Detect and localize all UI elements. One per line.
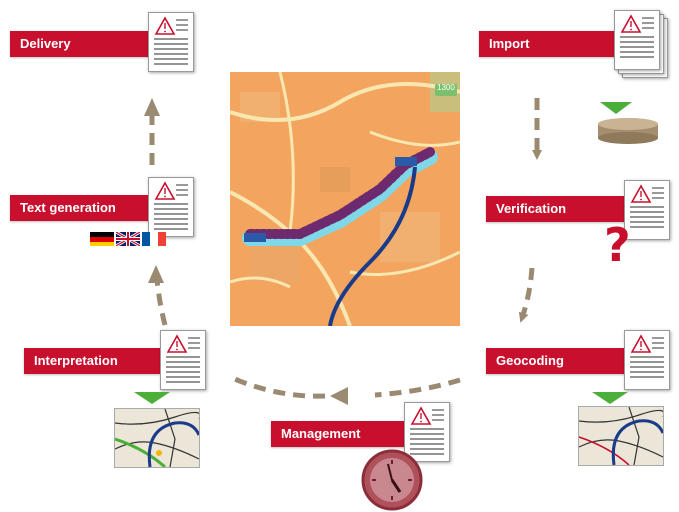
document-icon-text-generation [148, 177, 196, 241]
arrow-head-delivery [144, 98, 160, 116]
step-label-text-generation: Text generation [10, 195, 158, 221]
arrow-interpretation-to-textgen [153, 267, 168, 326]
map-label-1300: 1300 [437, 83, 455, 92]
document-icon-verification [624, 180, 672, 244]
database-icon [598, 102, 658, 144]
step-label-import: Import [479, 31, 629, 57]
route-marker-left [244, 233, 266, 242]
question-mark-icon: ? [604, 218, 631, 272]
green-arrow-down-icon [134, 392, 170, 404]
document-icon-management [404, 402, 452, 466]
document-stack-icon-import [614, 10, 668, 78]
arrow-head-textgen [148, 265, 164, 283]
germany-flag-icon [90, 232, 114, 246]
arrow-head-management [330, 387, 348, 405]
central-map: 1300 [230, 72, 460, 326]
green-arrow-down-icon [592, 392, 628, 404]
arrow-verification-to-geocoding [518, 267, 535, 323]
arrow-geocoding-to-management [374, 377, 461, 398]
map-icon-geocoding [578, 406, 664, 466]
step-label-verification: Verification [486, 196, 628, 222]
route-marker-right [395, 157, 417, 166]
france-flag-icon [142, 232, 166, 246]
document-icon-interpretation [160, 330, 208, 394]
map-icon-interpretation [114, 408, 200, 468]
green-arrow-down-icon [600, 102, 632, 114]
uk-flag-icon [116, 232, 140, 246]
step-label-management: Management [271, 421, 411, 447]
clock-icon [361, 449, 423, 511]
step-label-delivery: Delivery [10, 31, 158, 57]
step-label-interpretation: Interpretation [24, 348, 160, 374]
document-icon-delivery [148, 12, 196, 76]
document-icon-geocoding [624, 330, 672, 394]
arrow-management-to-interpretation [231, 375, 326, 399]
step-label-geocoding: Geocoding [486, 348, 628, 374]
